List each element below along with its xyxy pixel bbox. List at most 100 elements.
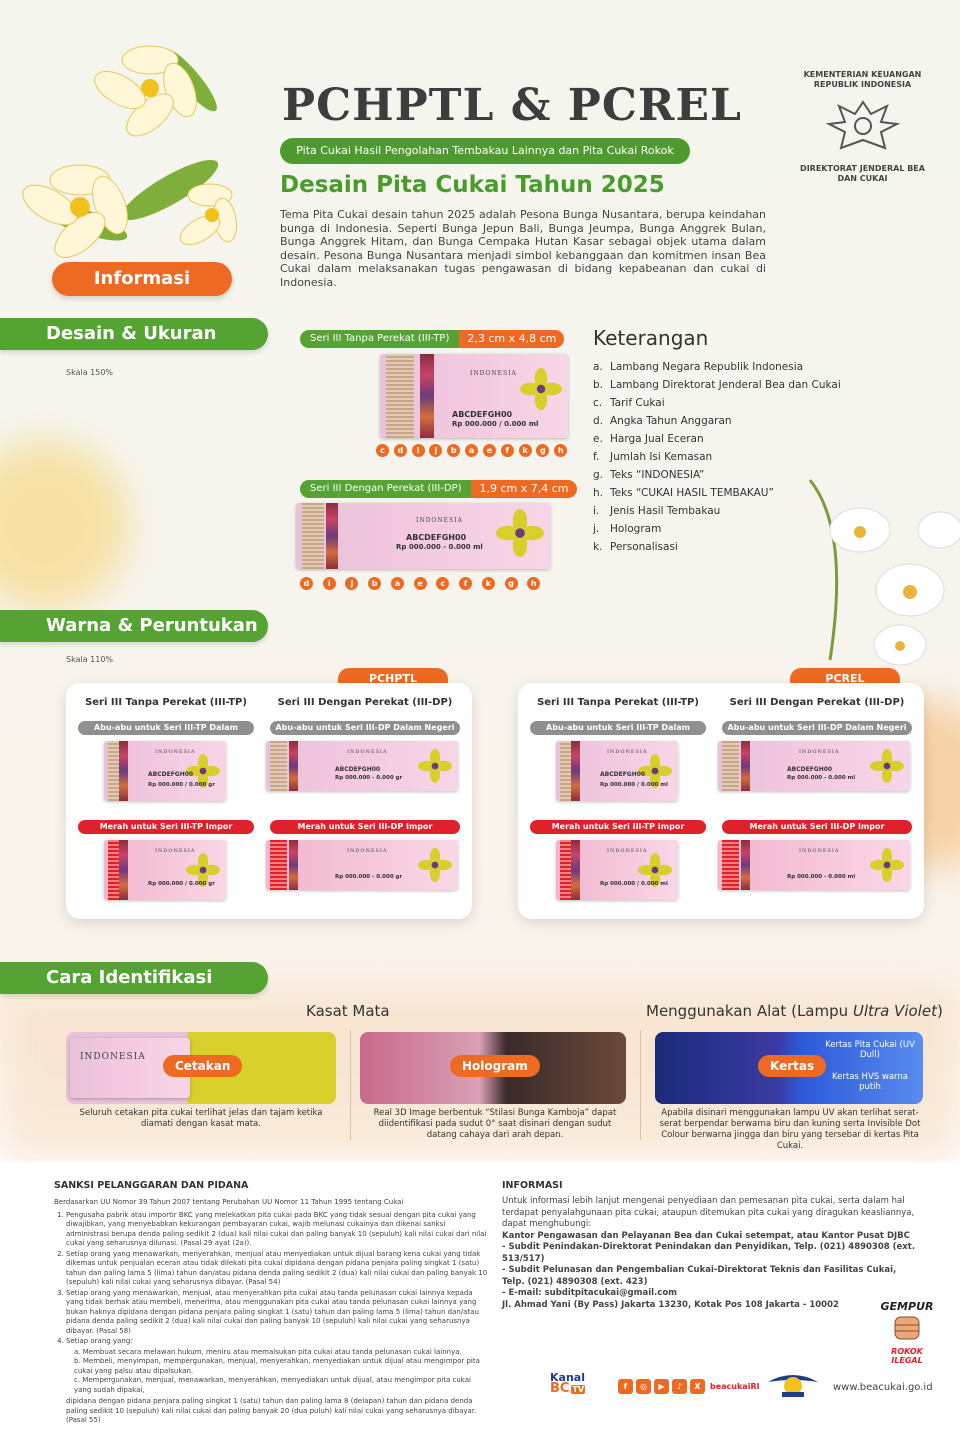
panel-pcrel: Seri III Tanpa Perekat (III-TP) Abu-abu u… [518, 683, 924, 919]
uv-heading: Menggunakan Alat (Lampu Ultra Violet) [646, 1002, 943, 1020]
cetakan-badge: Cetakan [163, 1055, 243, 1077]
gray-domestic-label: Abu-abu untuk Seri III-TP Dalam Negeri [78, 721, 254, 746]
sanksi-item: Setiap orang yang menawarkan, menjual, a… [66, 1289, 490, 1337]
orchid-flowers-icon [808, 479, 960, 666]
kertas-hvs-label: Kertas HVS warna putih [832, 1072, 908, 1092]
subtitle-badge: Pita Cukai Hasil Pengolahan Tembakau Lai… [280, 138, 690, 183]
stamp-price: Rp 000.000 / 0.000 ml [452, 420, 539, 428]
social-handle: beacukaiRI [710, 1381, 760, 1391]
gray-domestic-label: Abu-abu untuk Seri III-TP Dalam Negeri [530, 721, 706, 746]
stamp-price: Rp 000.000 - 0.000 ml [787, 874, 856, 880]
stamp-price: Rp 000.000 / 0.000 gr [148, 881, 215, 887]
website-link[interactable]: www.beacukai.go.id [833, 1382, 933, 1393]
keterangan-item: f.Jumlah Isi Kemasan [593, 451, 713, 463]
stamp-tp-large: INDONESIA ABCDEFGH00 Rp 000.000 / 0.000 … [380, 354, 568, 438]
panel-pchptl: Seri III Tanpa Perekat (III-TP)Abu-abu u… [66, 683, 472, 919]
keterangan-item: j.Hologram [593, 523, 662, 535]
x-icon[interactable]: X [690, 1378, 705, 1394]
keterangan-item: a.Lambang Negara Republik Indonesia [593, 361, 804, 373]
column-title: Seri III Dengan Perekat (III-DP) [729, 697, 905, 708]
info-line: Untuk informasi lebih lanjut mengenai pe… [502, 1196, 915, 1229]
stamp-price: Rp 000.000 - 0.000 ml [787, 775, 856, 781]
info-line: - Subdit Penindakan-Direktorat Penindaka… [502, 1242, 916, 1264]
keterangan-item: k.Personalisasi [593, 541, 678, 553]
info-line: - Subdit Pelunasan dan Pengembalian Cuka… [502, 1265, 897, 1275]
column-title: Seri III Tanpa Perekat (III-TP) [537, 697, 699, 708]
orchid-icon [496, 509, 544, 557]
info-line: Telp. (021) 4890308 (ext. 423) [502, 1276, 648, 1287]
scale-label: Skala 150% [66, 368, 114, 377]
info-line: Kantor Pengawasan dan Pelayanan Bea dan … [502, 1230, 910, 1241]
orchid-icon [186, 853, 220, 887]
kertas-uv-label: Kertas Pita Cukai (UV Dull) [825, 1040, 915, 1060]
marker-g: g [536, 444, 550, 457]
scale-label: Skala 110% [66, 655, 114, 664]
stamp-price: Rp 000.000 / 0.000 ml [600, 782, 668, 788]
sanksi-item: Setiap orang yang menawarkan, menyerahka… [66, 1250, 490, 1288]
seri-dp-size: 1,9 cm x 7,4 cm [471, 480, 577, 498]
red-import-label: Merah untuk Seri III-DP Impor [722, 820, 912, 834]
orchid-icon [870, 749, 904, 783]
info-title: INFORMASI [502, 1180, 563, 1191]
seri-tp-name: Seri III Tanpa Perekat (III-TP) [300, 330, 460, 348]
info-text: Untuk informasi lebih lanjut mengenai pe… [502, 1196, 936, 1311]
stamp-price: Rp 000.000 - 0.000 gr [335, 874, 403, 880]
facebook-icon[interactable]: f [618, 1378, 633, 1394]
orchid-icon [418, 848, 452, 882]
design-heading: Desain Pita Cukai Tahun 2025 [280, 172, 665, 198]
orchid-icon [638, 853, 672, 887]
stamp-dp-large: INDONESIA ABCDEFGH00 Rp 000.000 - 0.000 … [296, 503, 550, 569]
column-title: Seri III Dengan Perekat (III-DP) [277, 697, 453, 708]
section-desain-ukuran: Desain & Ukuran [0, 318, 268, 350]
ministry-logo: KEMENTERIAN KEUANGAN REPUBLIK INDONESIA … [800, 70, 925, 184]
seri-dp-name: Seri III Dengan Perekat (III-DP) [300, 480, 472, 498]
ministry-name: KEMENTERIAN KEUANGAN REPUBLIK INDONESIA [803, 70, 922, 89]
orchid-icon [520, 368, 562, 410]
gray-domestic-label: Abu-abu untuk Seri III-DP Dalam Negeri [722, 721, 912, 735]
cetakan-desc: Seluruh cetakan pita cukai terlihat jela… [79, 1108, 323, 1129]
orchid-icon [870, 848, 904, 882]
hologram-strip [420, 354, 434, 438]
instagram-icon[interactable]: ◎ [636, 1378, 651, 1394]
stamp-code: ABCDEFGH00 [600, 771, 646, 778]
marker-d: d [300, 577, 313, 590]
seri-dp-label: Seri III Dengan Perekat (III-DP) 1,9 cm … [300, 480, 577, 498]
fist-icon [894, 1316, 920, 1340]
sanksi-title: SANKSI PELANGGARAN DAN PIDANA [54, 1180, 249, 1191]
stamp-price: Rp 000.000 - 0.000 ml [396, 543, 483, 551]
social-links: f ◎ ▶ ♪ X beacukaiRI [618, 1378, 760, 1394]
marker-c: c [376, 444, 389, 457]
keterangan-title: Keterangan [593, 326, 709, 350]
bg-glow [0, 440, 130, 610]
youtube-icon[interactable]: ▶ [654, 1378, 669, 1394]
stamp-code: ABCDEFGH00 [452, 410, 513, 419]
marker-g: g [504, 577, 518, 590]
gempur-logo: GEMPUR ROKOK ILEGAL [880, 1300, 934, 1365]
marker-d: d [393, 444, 407, 457]
gray-domestic-label: Abu-abu untuk Seri III-DP Dalam Negeri [270, 721, 460, 735]
marker-j: j [429, 444, 443, 457]
sanksi-subitem: a. Membuat secara melawan hukum, meniru … [74, 1347, 462, 1356]
keterangan-item: h.Teks “CUKAI HASIL TEMBAKAU” [593, 487, 774, 499]
hologram-badge: Hologram [450, 1055, 540, 1077]
stamp-code: ABCDEFGH00 [148, 771, 194, 778]
marker-c: c [436, 577, 450, 590]
marker-i: i [322, 577, 336, 590]
keterangan-item: g.Teks “INDONESIA” [593, 469, 705, 481]
kertas-badge: Kertas [758, 1055, 827, 1077]
marker-f: f [500, 444, 514, 457]
tiktok-icon[interactable]: ♪ [672, 1378, 687, 1394]
seri-tp-label: Seri III Tanpa Perekat (III-TP) 2,3 cm x… [300, 330, 565, 348]
sanksi-subitem: b. Membeli, menyimpan, mempergunakan, me… [74, 1357, 480, 1375]
anniversary-logo-icon [768, 1375, 818, 1397]
